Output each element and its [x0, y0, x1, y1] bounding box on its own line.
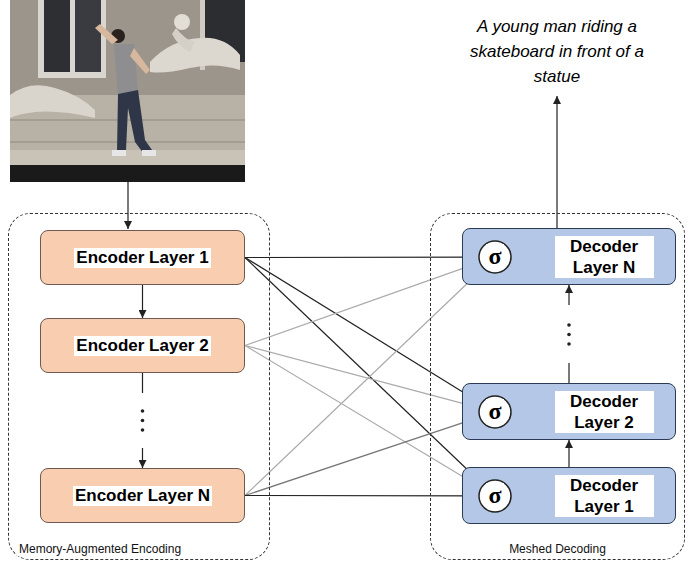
- group-label: Memory-Augmented Encoding: [17, 542, 183, 556]
- layer-label: Decoder Layer 2: [555, 391, 654, 433]
- sigma-circle: σ: [478, 479, 512, 513]
- sigma-circle: σ: [478, 240, 512, 274]
- connector-arrow: [142, 373, 143, 468]
- layer-label: Decoder Layer N: [555, 236, 654, 278]
- person-shoe: [112, 150, 126, 156]
- sigma-symbol: σ: [486, 483, 503, 507]
- group-label: Meshed Decoding: [507, 542, 608, 556]
- decoder-box: Decoder Layer 1 σ: [462, 467, 676, 524]
- window-pane: [75, 0, 101, 72]
- connector-arrow: [245, 346, 480, 488]
- connector-arrow: [245, 256, 478, 258]
- person-shoe: [142, 150, 156, 156]
- connector-arrow: [245, 495, 478, 497]
- encoder-box: Encoder Layer 1: [40, 230, 245, 285]
- step: [10, 150, 245, 165]
- group-region: Meshed DecodingDecoder Layer NσDecoder L…: [430, 213, 685, 560]
- connector-arrow: [245, 258, 483, 485]
- stone-joint: [10, 142, 245, 143]
- connector-arrow: [245, 269, 483, 496]
- connector-arrow: [142, 285, 143, 318]
- sigma-symbol: σ: [486, 399, 503, 423]
- input-arrow: [127, 182, 128, 229]
- statue: [150, 38, 240, 73]
- encoder-box: Encoder Layer N: [40, 468, 245, 523]
- group-region: Memory-Augmented Encoding Encoder Layer 1…: [8, 213, 270, 560]
- sigma-symbol: σ: [486, 244, 503, 268]
- person-arm: [130, 48, 150, 74]
- dot: [567, 342, 571, 346]
- window-pane: [44, 0, 70, 72]
- connector-arrow: [245, 417, 479, 495]
- dot: [141, 409, 145, 413]
- sigma-circle: σ: [478, 395, 512, 429]
- building-wall: [10, 0, 245, 95]
- dot: [141, 419, 145, 423]
- connector-arrow: [245, 346, 479, 408]
- layer-label: Encoder Layer 2: [74, 336, 210, 356]
- statue-head: [174, 14, 190, 30]
- encoder-box: Encoder Layer 2: [40, 318, 245, 373]
- stone-joint: [10, 120, 245, 121]
- circle-outline: [479, 396, 511, 428]
- statue-arm: [172, 28, 195, 52]
- connector-arrow: [568, 285, 569, 383]
- photo: [10, 0, 245, 182]
- connector-arrow: [245, 263, 479, 346]
- layer-label: Encoder Layer N: [73, 486, 212, 506]
- layer-label: Decoder Layer 1: [555, 475, 654, 517]
- person-jeans: [117, 90, 152, 154]
- output-caption: A young man riding a skateboard in front…: [447, 14, 667, 89]
- decoder-box: Decoder Layer N σ: [462, 228, 676, 285]
- dot: [141, 428, 145, 432]
- circle-outline: [479, 480, 511, 512]
- connector-arrow: [245, 258, 481, 404]
- decoder-box: Decoder Layer 2 σ: [462, 383, 676, 440]
- connector-arrow: [568, 440, 569, 467]
- photo-background: [10, 0, 245, 182]
- dot: [567, 333, 571, 337]
- statue: [10, 85, 95, 118]
- person-arm: [95, 24, 118, 44]
- window-frame: [38, 0, 106, 78]
- layer-label: Encoder Layer 1: [74, 248, 210, 268]
- dot: [567, 323, 571, 327]
- photo-shadow: [10, 165, 245, 182]
- circle-outline: [479, 241, 511, 273]
- output-arrow: [556, 96, 557, 228]
